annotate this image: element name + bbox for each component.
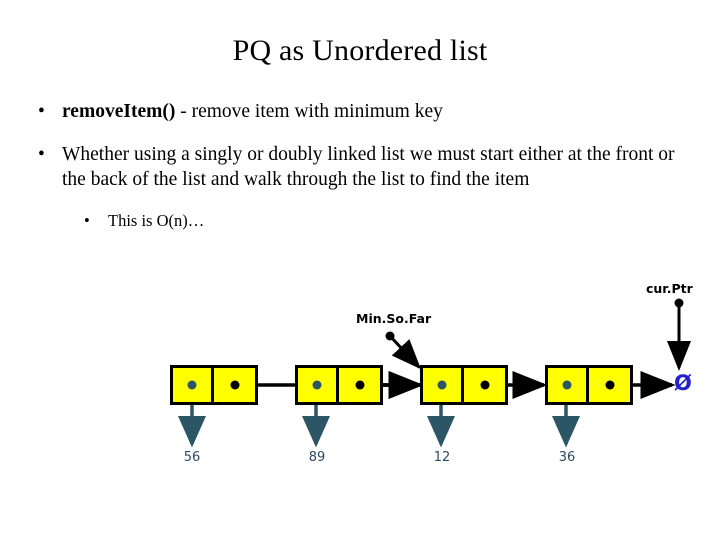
node-value-2: 89 (308, 450, 326, 465)
next-pointer-dot-icon (355, 380, 364, 390)
minsofar-arrow-tail-dot (385, 331, 395, 341)
data-pointer-dot-icon (562, 380, 572, 390)
list-node-3 (420, 365, 508, 405)
page-title: PQ as Unordered list (232, 34, 488, 67)
bullet-body-text: This is O(n)… (108, 211, 205, 230)
next-pointer-dot-icon (230, 380, 239, 390)
bullet-body-text: - remove item with minimum key (175, 101, 443, 122)
curptr-label: cur.Ptr (646, 281, 693, 296)
bullet-body-text: Whether using a singly or doubly linked … (62, 144, 675, 190)
bullet-item-removeitem: • removeItem() - remove item with minimu… (26, 99, 698, 124)
data-pointer-dot-icon (187, 380, 197, 390)
bullet-lead-text: removeItem() (62, 101, 176, 122)
list-node-2 (295, 365, 383, 405)
data-pointer-dot-icon (312, 380, 322, 390)
node-value-4: 36 (558, 450, 576, 465)
next-pointer-dot-icon (480, 380, 489, 390)
next-pointer-dot-icon (605, 380, 614, 390)
bullet-item-traversal: • Whether using a singly or doubly linke… (26, 142, 698, 192)
node-next-cell (589, 368, 630, 402)
data-pointer-dot-icon (437, 380, 447, 390)
node-next-cell (464, 368, 505, 402)
node-data-cell (173, 368, 214, 402)
bullet-marker-icon: • (38, 101, 45, 122)
node-next-cell (339, 368, 380, 402)
node-data-cell (423, 368, 464, 402)
curptr-arrow-tail-dot (674, 298, 684, 308)
null-symbol-icon: Ø (674, 371, 692, 395)
bullet-item-complexity: • This is O(n)… (72, 210, 698, 232)
bullet-list: • removeItem() - remove item with minimu… (26, 99, 698, 232)
minsofar-arrow (388, 334, 422, 370)
node-data-cell (298, 368, 339, 402)
node-data-cell (548, 368, 589, 402)
node-value-3: 12 (433, 450, 451, 465)
node-next-cell (214, 368, 255, 402)
node-value-1: 56 (183, 450, 201, 465)
list-node-1 (170, 365, 258, 405)
list-node-4 (545, 365, 633, 405)
bullet-marker-icon: • (38, 144, 45, 165)
minsofar-label: Min.So.Far (356, 311, 432, 326)
bullet-marker-icon: • (84, 211, 90, 230)
